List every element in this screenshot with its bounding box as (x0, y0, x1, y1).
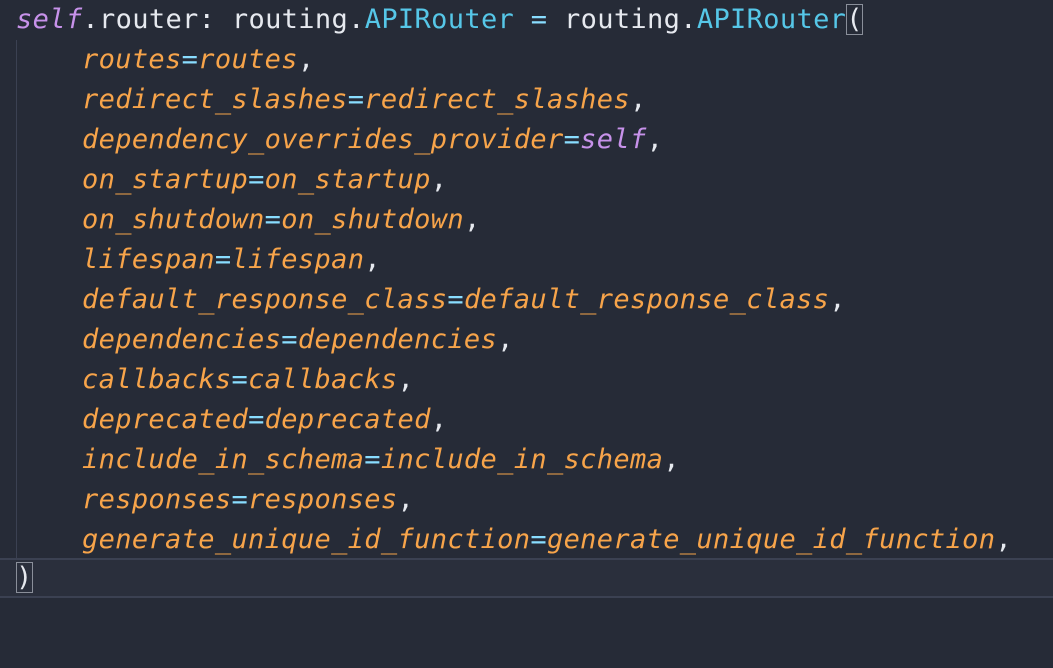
parameter-value: include_in_schema (380, 444, 664, 475)
code-line-arg[interactable]: routes=routes, (0, 40, 1053, 80)
parameter-value: callbacks (248, 364, 398, 395)
code-line-arg[interactable]: lifespan=lifespan, (0, 240, 1053, 280)
code-line-arg[interactable]: callbacks=callbacks, (0, 360, 1053, 400)
line-text: routes=routes, (82, 40, 315, 80)
code-line-arg[interactable]: on_shutdown=on_shutdown, (0, 200, 1053, 240)
code-line-arg[interactable]: redirect_slashes=redirect_slashes, (0, 80, 1053, 120)
comma: , (497, 324, 514, 355)
parameter-value: routes (198, 44, 298, 75)
parameter-name: generate_unique_id_function (82, 524, 531, 555)
code-line-arg[interactable]: responses=responses, (0, 480, 1053, 520)
self-keyword: self (16, 4, 83, 35)
comma: , (463, 204, 481, 235)
code-editor[interactable]: self.router: routing.APIRouter = routing… (0, 0, 1053, 605)
line-text: callbacks=callbacks, (82, 360, 414, 400)
equals-operator: = (281, 324, 298, 355)
equals-operator: = (347, 84, 365, 115)
comma: , (995, 524, 1012, 555)
parameter-value: generate_unique_id_function (546, 524, 996, 555)
line-text: include_in_schema=include_in_schema, (82, 440, 680, 480)
line-text: dependencies=dependencies, (82, 320, 514, 360)
parameter-value: default_response_class (463, 284, 830, 315)
equals-operator: = (364, 444, 381, 475)
comma: , (430, 164, 448, 195)
code-line-arg[interactable]: on_startup=on_startup, (0, 160, 1053, 200)
equals-operator: = (447, 284, 464, 315)
indent-guide (16, 40, 17, 560)
parameter-name: default_response_class (82, 284, 448, 315)
open-paren: ( (846, 4, 863, 35)
type-name: APIRouter (364, 4, 515, 35)
parameter-name: lifespan (82, 244, 215, 275)
equals-operator: = (530, 524, 547, 555)
close-paren: ) (16, 562, 33, 593)
comma: , (646, 124, 664, 155)
equals-operator: = (231, 484, 249, 515)
equals-operator: = (563, 124, 581, 155)
parameter-value: lifespan (231, 244, 365, 275)
line-text: generate_unique_id_function=generate_uni… (82, 520, 1012, 560)
comma: , (663, 444, 680, 475)
parameter-value: dependencies (297, 324, 498, 355)
comma: , (430, 404, 448, 435)
comma: , (364, 244, 381, 275)
equals-operator: = (231, 364, 249, 395)
line-text: redirect_slashes=redirect_slashes, (82, 80, 647, 120)
parameter-value: deprecated (264, 404, 431, 435)
equals-operator: = (214, 244, 232, 275)
line-text: default_response_class=default_response_… (82, 280, 846, 320)
equals-operator: = (181, 44, 199, 75)
code-line-arg[interactable]: generate_unique_id_function=generate_uni… (0, 520, 1053, 560)
comma: , (829, 284, 846, 315)
parameter-name: on_startup (82, 164, 249, 195)
parameter-name: dependencies (82, 324, 282, 355)
line-text: dependency_overrides_provider=self, (82, 120, 663, 160)
parameter-value: on_shutdown (281, 204, 464, 235)
code-line-arg[interactable]: dependencies=dependencies, (0, 320, 1053, 360)
comma: , (297, 44, 315, 75)
parameter-value: redirect_slashes (364, 84, 630, 115)
equals-operator: = (248, 164, 265, 195)
parameter-value: responses (248, 484, 398, 515)
line-text: lifespan=lifespan, (82, 240, 381, 280)
line-text: on_shutdown=on_shutdown, (82, 200, 481, 240)
code-line-arg[interactable]: dependency_overrides_provider=self, (0, 120, 1053, 160)
module-name: routing. (564, 4, 697, 35)
equals-operator: = (264, 204, 282, 235)
assign-operator: = (514, 4, 564, 35)
parameter-name: responses (82, 484, 232, 515)
parameter-name: on_shutdown (82, 204, 265, 235)
line-text: on_startup=on_startup, (82, 160, 447, 200)
self-keyword: self (580, 124, 647, 155)
comma: , (629, 84, 647, 115)
line-text: deprecated=deprecated, (82, 400, 447, 440)
code-line-arg[interactable]: default_response_class=default_response_… (0, 280, 1053, 320)
comma: , (397, 484, 415, 515)
attribute-annotation: .router: routing. (82, 4, 365, 35)
parameter-name: dependency_overrides_provider (82, 124, 564, 155)
line-text: self.router: routing.APIRouter = routing… (16, 0, 863, 40)
code-line-arg[interactable]: include_in_schema=include_in_schema, (0, 440, 1053, 480)
parameter-name: redirect_slashes (82, 84, 348, 115)
code-line-current[interactable]: ) (0, 558, 1053, 598)
comma: , (397, 364, 415, 395)
parameter-name: callbacks (82, 364, 232, 395)
parameter-name: routes (82, 44, 182, 75)
code-line-1[interactable]: self.router: routing.APIRouter = routing… (0, 0, 1053, 40)
parameter-name: deprecated (82, 404, 249, 435)
line-text: ) (16, 560, 33, 596)
parameter-name: include_in_schema (82, 444, 365, 475)
equals-operator: = (248, 404, 265, 435)
code-line-arg[interactable]: deprecated=deprecated, (0, 400, 1053, 440)
line-text: responses=responses, (82, 480, 414, 520)
parameter-value: on_startup (264, 164, 431, 195)
call-name: APIRouter (696, 4, 847, 35)
